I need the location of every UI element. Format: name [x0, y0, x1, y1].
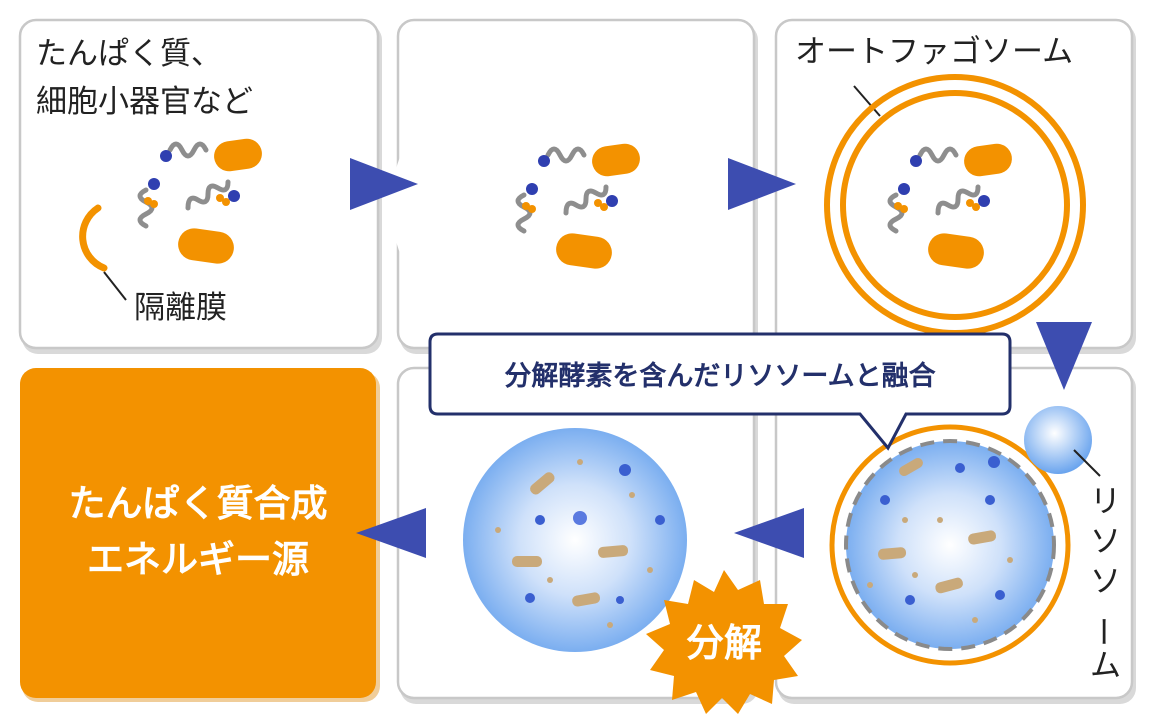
arrow-step1-to-step2 [350, 158, 418, 210]
arrow-step2-to-step3 [728, 158, 796, 210]
arrow-step4-to-step5 [734, 508, 804, 558]
autolysosome-inner [844, 439, 1056, 651]
panel-1 [18, 18, 382, 354]
isolation-membrane-small [79, 204, 108, 272]
isolation-membrane-leader [103, 271, 127, 301]
arrow-step5-to-step6 [356, 508, 426, 558]
isolation-membrane-label: 隔離膜 [134, 290, 227, 326]
degraded-fragments [495, 459, 665, 628]
fusion-callout [428, 332, 1012, 451]
lysosome-char-4: ー [1084, 616, 1120, 647]
arrow-step3-to-step4 [1036, 322, 1092, 390]
target-label-line1: たんぱく質、 [36, 36, 222, 72]
degrading-lysosome [463, 428, 687, 652]
autophagosome-inner-membrane [840, 90, 1070, 320]
lysosome-char-2: ソ [1090, 524, 1121, 560]
degradation-burst [646, 570, 802, 714]
panel-2 [396, 18, 758, 354]
lysosome-char-1: リ [1090, 484, 1121, 520]
lysosome-char-5: ム [1090, 648, 1121, 684]
degradation-label: 分解 [686, 621, 762, 665]
lysosome-small [1024, 406, 1092, 474]
result-line2: エネルギー源 [87, 538, 309, 581]
autophagosome-label: オートファゴソーム [795, 34, 1073, 70]
fusion-callout-text: 分解酵素を含んだリソソームと融合 [504, 360, 935, 392]
result-line1: たんぱく質合成 [69, 482, 328, 525]
autolysosome-fragments [867, 456, 1013, 623]
lysosome-leader [1073, 449, 1101, 477]
autophagosome-leader [853, 85, 881, 117]
target-label-line2: 細胞小器官など [36, 84, 253, 120]
result-box [20, 368, 380, 702]
lysosome-char-3: ソ [1090, 564, 1121, 600]
lysosome-label-vertical: リ ソ ソ ー ム [1084, 484, 1121, 684]
